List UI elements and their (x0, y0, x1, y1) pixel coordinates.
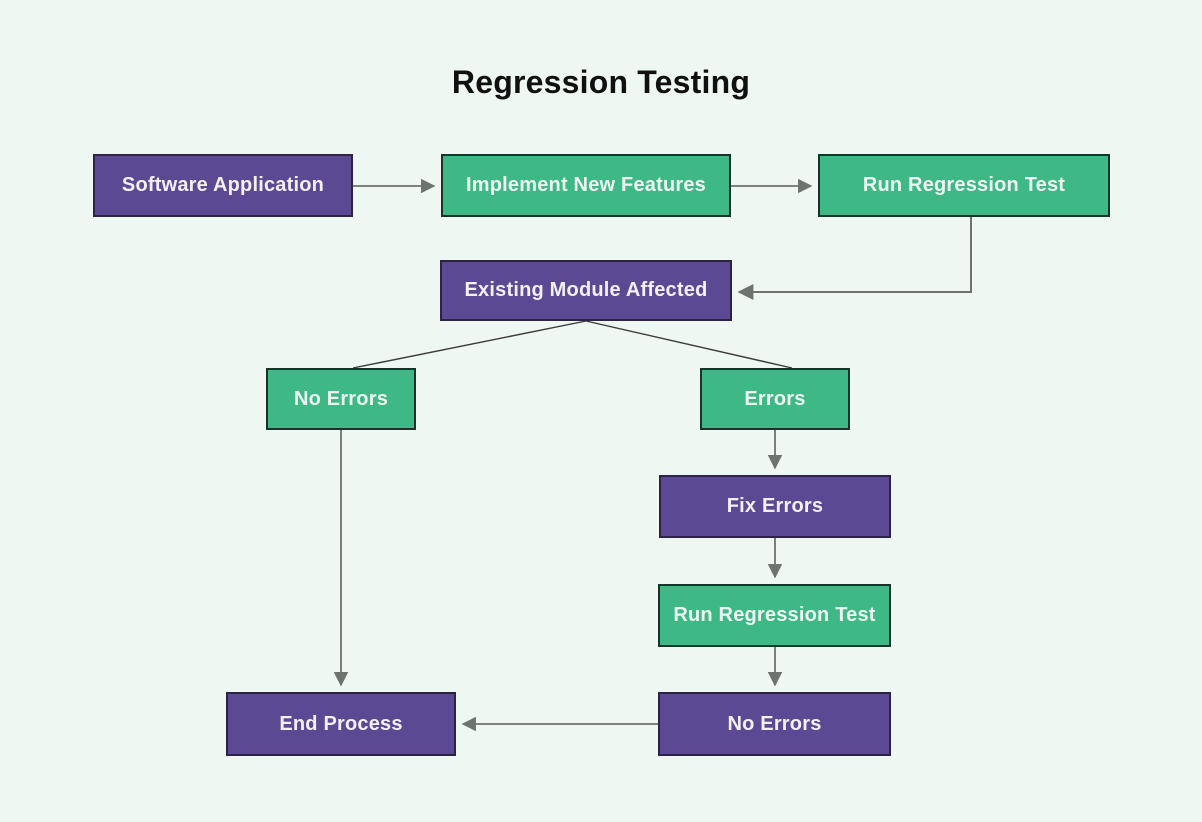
node-label: Errors (744, 387, 806, 410)
node-existing-module-affected: Existing Module Affected (440, 260, 732, 321)
node-end-process: End Process (226, 692, 456, 756)
node-label: End Process (279, 712, 403, 735)
node-run-regression-test-1: Run Regression Test (818, 154, 1110, 217)
node-label: Implement New Features (465, 174, 707, 196)
edge-existing-module-affected-to-errors (585, 320, 793, 369)
diagram-title: Regression Testing (451, 64, 751, 100)
node-no-errors-final: No Errors (658, 692, 891, 756)
node-implement-new-features: Implement New Features (441, 154, 731, 217)
node-fix-errors: Fix Errors (659, 475, 891, 538)
node-label: Run Regression Test (862, 174, 1066, 196)
node-no-errors-branch: No Errors (266, 368, 416, 430)
node-run-regression-test-2: Run Regression Test (658, 584, 891, 647)
node-errors-branch: Errors (700, 368, 850, 430)
edge-existing-module-affected-to-no-errors (352, 320, 587, 369)
node-label: No Errors (727, 712, 822, 735)
node-label: Run Regression Test (673, 604, 876, 626)
node-label: Fix Errors (726, 495, 824, 517)
edge-run-regression-test-to-existing-module-affected (737, 217, 972, 300)
node-label: Software Application (121, 174, 325, 196)
node-software-application: Software Application (93, 154, 353, 217)
node-label: No Errors (293, 387, 389, 410)
node-label: Existing Module Affected (464, 279, 708, 301)
